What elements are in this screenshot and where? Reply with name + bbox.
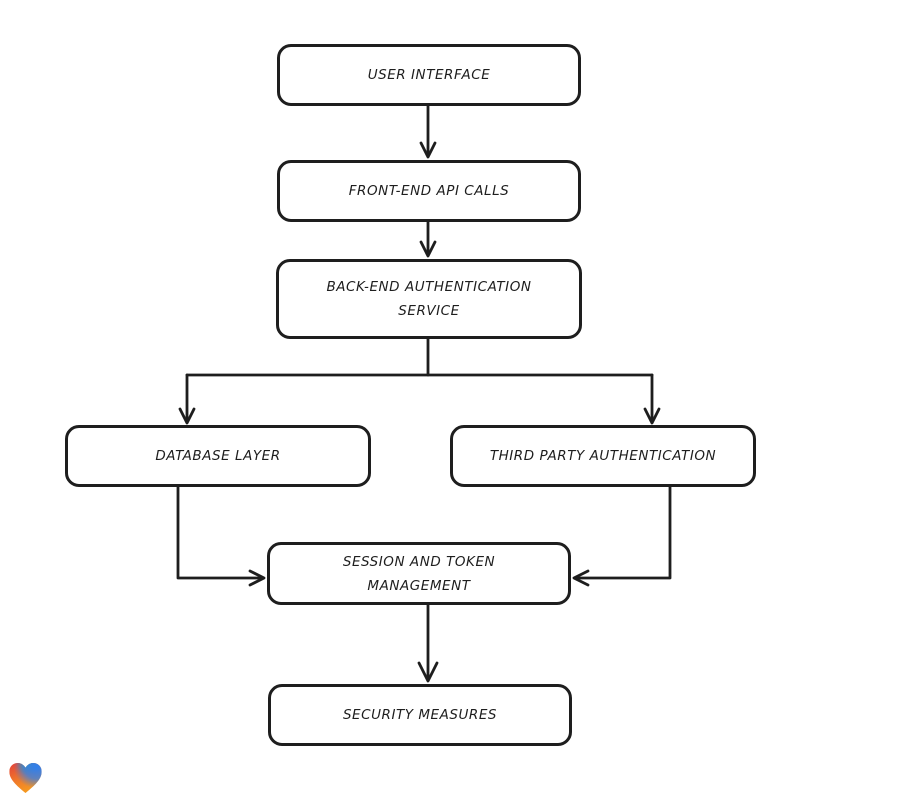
edge-thirdparty-to-session: [572, 485, 672, 587]
edge-database-to-session: [176, 485, 266, 587]
node-third-party-authentication-label: THIRD PARTY AUTHENTICATION: [489, 448, 717, 464]
node-security-measures[interactable]: SECURITY MEASURES: [268, 684, 572, 746]
heart-logo[interactable]: [7, 760, 44, 796]
node-user-interface[interactable]: USER INTERFACE: [277, 44, 581, 106]
edge-session-to-security: [417, 603, 439, 683]
node-front-end-api-calls[interactable]: FRONT-END API CALLS: [277, 160, 581, 222]
node-user-interface-label: USER INTERFACE: [367, 67, 491, 83]
node-session-and-token-management-label: SESSION AND TOKEN MANAGEMENT: [342, 553, 496, 594]
node-back-end-authentication-service-label: BACK-END AUTHENTICATION SERVICE: [326, 279, 532, 319]
edge-user-to-frontend: [419, 104, 437, 159]
node-third-party-authentication[interactable]: THIRD PARTY AUTHENTICATION: [450, 425, 756, 487]
node-database-layer[interactable]: DATABASE LAYER: [65, 425, 371, 487]
node-front-end-api-calls-label: FRONT-END API CALLS: [348, 183, 510, 199]
edge-backend-branch: [178, 337, 661, 425]
node-security-measures-label: SECURITY MEASURES: [342, 707, 498, 723]
edge-frontend-to-backend: [419, 220, 437, 258]
node-back-end-authentication-service[interactable]: BACK-END AUTHENTICATION SERVICE: [276, 259, 582, 339]
node-session-and-token-management[interactable]: SESSION AND TOKEN MANAGEMENT: [267, 542, 571, 605]
node-database-layer-label: DATABASE LAYER: [155, 448, 281, 464]
